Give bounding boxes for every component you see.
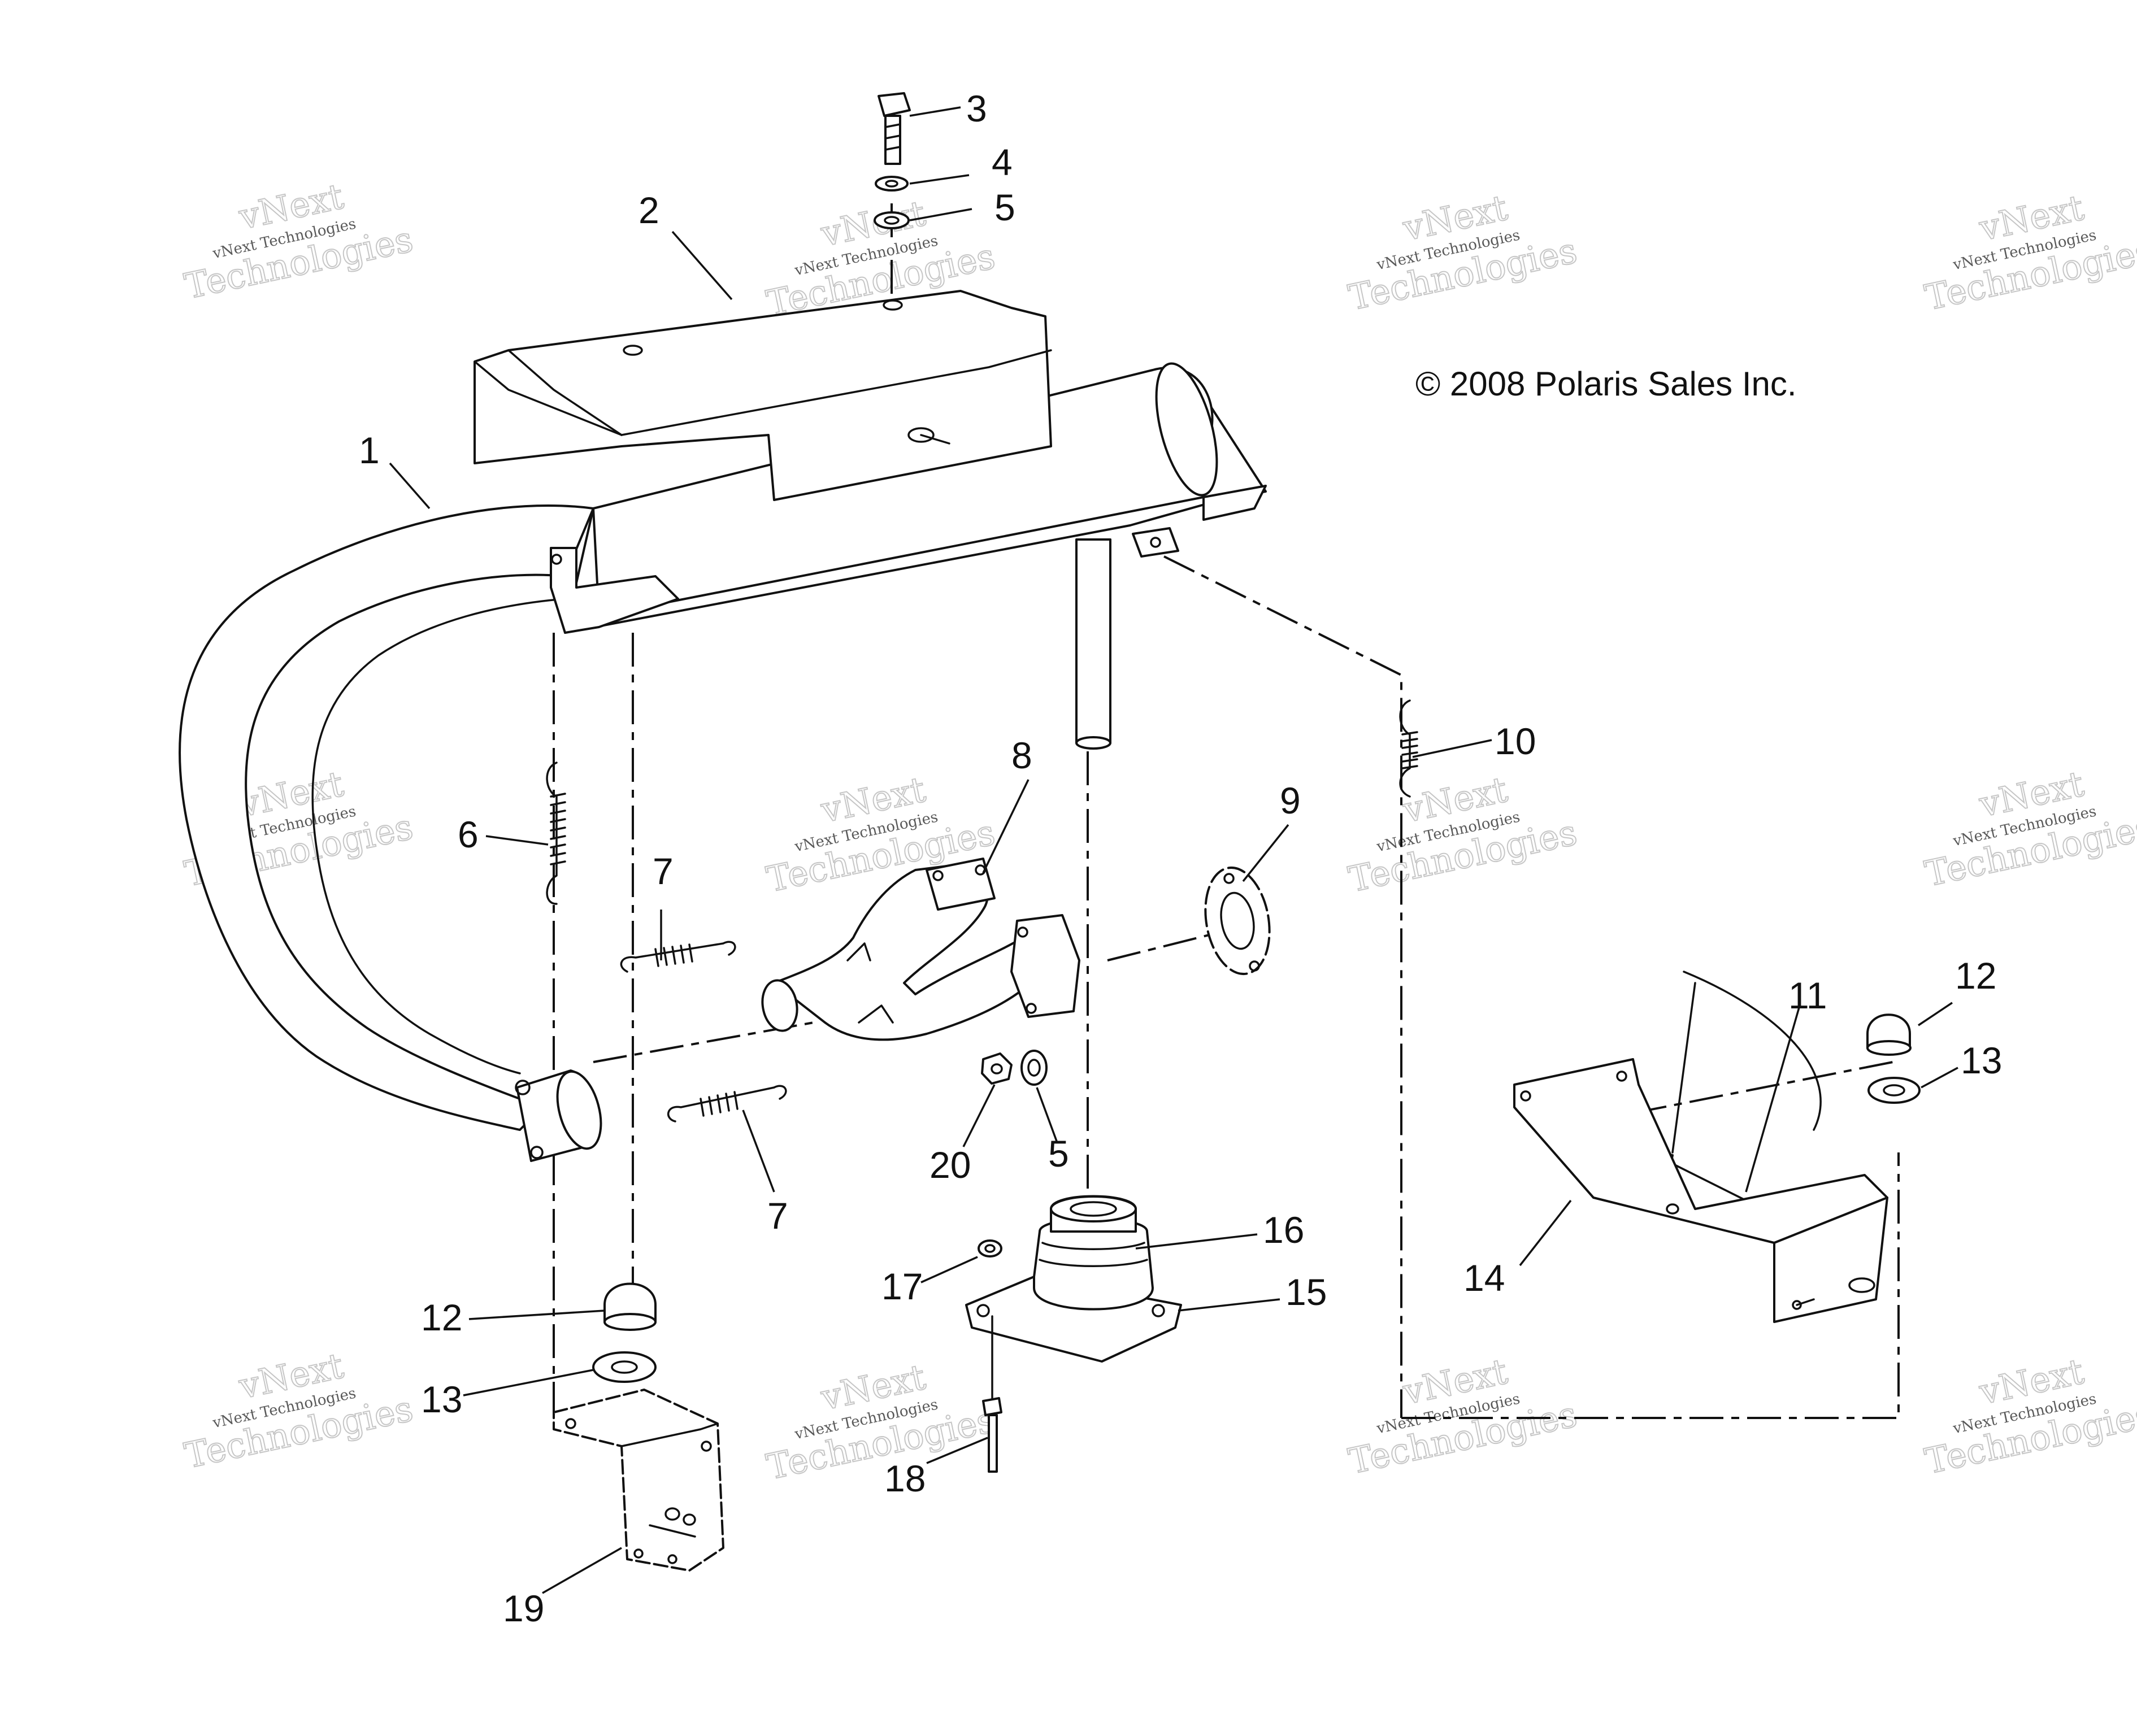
bumper-12-right bbox=[1866, 1013, 1912, 1056]
callout-16: 16 bbox=[1263, 1209, 1304, 1251]
spring-7-upper bbox=[620, 941, 736, 973]
watermark: vNext vNext Technologies Technologies bbox=[762, 1356, 999, 1489]
watermark: vNext vNext Technologies Technologies bbox=[180, 1345, 417, 1477]
callout-7-lower: 7 bbox=[767, 1195, 788, 1237]
callout-14: 14 bbox=[1463, 1257, 1505, 1299]
watermark: vNext vNext Technologies Technologies bbox=[1921, 186, 2137, 319]
y-pipe bbox=[761, 858, 1080, 1041]
muffler-assembly bbox=[179, 362, 1267, 1162]
leader-lines bbox=[389, 106, 1958, 1594]
copyright-notice: © 2008 Polaris Sales Inc. bbox=[1415, 365, 1797, 403]
heat-shield bbox=[474, 290, 1052, 501]
callout-13-left: 13 bbox=[421, 1378, 462, 1420]
callout-15: 15 bbox=[1285, 1271, 1327, 1313]
watermark: vNext vNext Technologies Technologies bbox=[1921, 1350, 2137, 1483]
spring-10 bbox=[1399, 699, 1418, 798]
callout-9: 9 bbox=[1280, 780, 1301, 821]
watermark: vNext vNext Technologies Technologies bbox=[1344, 768, 1581, 901]
callout-7-upper: 7 bbox=[653, 850, 674, 892]
callout-17: 17 bbox=[881, 1265, 923, 1307]
bumper-12-left bbox=[603, 1282, 657, 1331]
callout-1: 1 bbox=[359, 429, 380, 471]
callout-12-right: 12 bbox=[1955, 955, 1996, 997]
callout-10: 10 bbox=[1495, 720, 1536, 762]
callout-12-left: 12 bbox=[421, 1296, 462, 1338]
bracket-19 bbox=[553, 1389, 724, 1572]
watermark: vNext vNext Technologies Technologies bbox=[1921, 763, 2137, 895]
nut-17 bbox=[978, 1239, 1002, 1258]
bracket-14 bbox=[1513, 1058, 1888, 1323]
washer-13-right bbox=[1867, 1077, 1921, 1104]
watermark: vNext vNext Technologies Technologies bbox=[180, 175, 417, 308]
callout-11: 11 bbox=[1788, 974, 1827, 1016]
callout-5-top: 5 bbox=[994, 186, 1015, 228]
washer-5-lower bbox=[1020, 1050, 1048, 1086]
isolator-16 bbox=[1033, 1195, 1154, 1311]
watermark: vNext vNext Technologies Technologies bbox=[1344, 186, 1581, 319]
stud-18 bbox=[982, 1315, 1002, 1473]
callout-20: 20 bbox=[929, 1144, 971, 1186]
callout-5-lower: 5 bbox=[1048, 1133, 1069, 1174]
callout-19: 19 bbox=[503, 1587, 544, 1629]
spring-7-lower bbox=[667, 1085, 787, 1122]
callout-3: 3 bbox=[966, 88, 987, 129]
callout-18: 18 bbox=[884, 1457, 926, 1499]
callout-6: 6 bbox=[458, 813, 479, 855]
gasket bbox=[1204, 866, 1271, 976]
watermark: vNext vNext Technologies Technologies bbox=[1344, 1350, 1581, 1483]
callout-13-right: 13 bbox=[1961, 1039, 2002, 1081]
nut-20 bbox=[981, 1052, 1013, 1085]
spring-6 bbox=[546, 762, 566, 905]
callout-8: 8 bbox=[1011, 734, 1032, 776]
callout-4: 4 bbox=[992, 141, 1013, 183]
callout-2: 2 bbox=[639, 189, 659, 231]
callout-labels: 1 2 3 4 5 6 7 7 8 9 10 11 12 13 14 15 16… bbox=[359, 88, 2002, 1629]
top-bolt-stack bbox=[874, 92, 911, 229]
washer-13-left bbox=[592, 1351, 657, 1383]
